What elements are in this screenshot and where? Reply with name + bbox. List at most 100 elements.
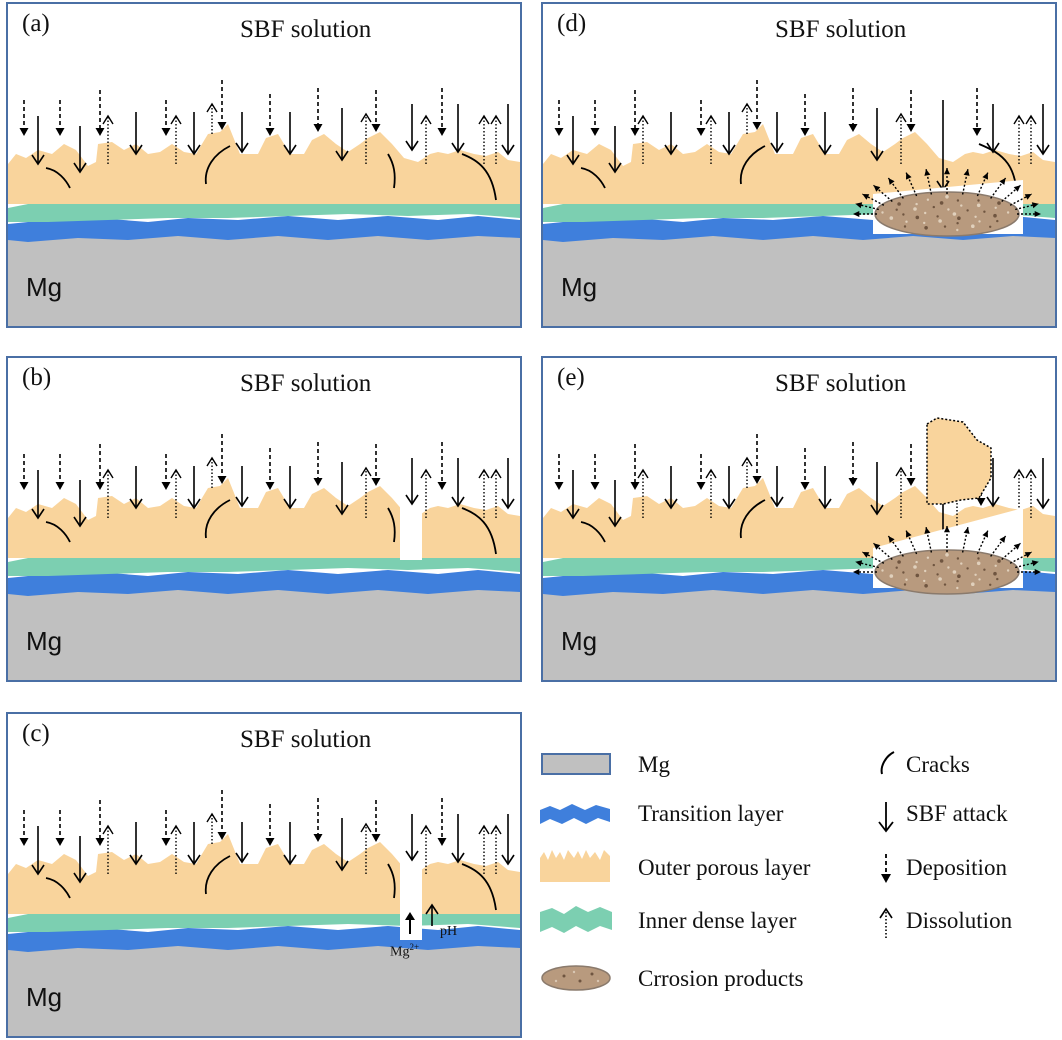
sbf-attack-arrow bbox=[451, 814, 465, 864]
corrosion-texture bbox=[881, 195, 1010, 232]
sbf-attack-arrow bbox=[73, 836, 87, 884]
mg-substrate bbox=[543, 234, 1055, 326]
panel-c: (c) SBF solution Mg Mg2+ pH bbox=[6, 712, 522, 1038]
panel-label: (d) bbox=[557, 10, 587, 37]
sbf-attack-arrow bbox=[187, 112, 201, 156]
sbf-attack-arrow bbox=[818, 112, 832, 156]
sbf-attack-arrow bbox=[818, 466, 832, 510]
deposition-arrow bbox=[265, 804, 275, 846]
legend-label-transition: Transition layer bbox=[638, 801, 784, 826]
deposition-arrow bbox=[696, 454, 706, 490]
crack bbox=[204, 145, 231, 185]
deposition-arrow bbox=[906, 444, 916, 486]
deposition-arrow bbox=[371, 90, 381, 132]
legend-label-inner: Inner dense layer bbox=[638, 908, 797, 933]
deposition-arrow bbox=[161, 100, 171, 136]
deposition-arrow bbox=[265, 448, 275, 490]
dissolution-arrow bbox=[478, 114, 490, 164]
deposition-arrow bbox=[55, 810, 65, 846]
coating-gap bbox=[400, 488, 422, 560]
crack bbox=[580, 521, 606, 543]
deposition-arrow bbox=[19, 454, 29, 490]
crack bbox=[461, 863, 497, 911]
sbf-attack-arrow bbox=[235, 466, 249, 508]
sbf-attack-arrow bbox=[283, 112, 297, 156]
crack bbox=[461, 153, 497, 201]
panel-label: (e) bbox=[557, 364, 585, 391]
legend-swatch-inner bbox=[540, 906, 612, 933]
sbf-attack-arrow bbox=[405, 104, 419, 152]
deposition-arrow bbox=[313, 798, 323, 842]
panel-e-diagram bbox=[543, 417, 1055, 680]
dissolution-arrow bbox=[170, 114, 182, 164]
dissolution-arrow bbox=[1025, 114, 1037, 164]
deposition-arrow bbox=[848, 88, 858, 132]
sbf-attack-arrow bbox=[608, 480, 622, 528]
deposition-arrow bbox=[590, 100, 600, 136]
deposition-arrow bbox=[95, 90, 105, 136]
dissolution-arrow bbox=[490, 468, 502, 518]
dissolution-arrow bbox=[206, 456, 218, 488]
panel-d-diagram bbox=[543, 80, 1055, 326]
solid-arrow-icon bbox=[878, 802, 894, 833]
sbf-attack-arrow bbox=[335, 462, 349, 516]
substrate-label: Mg bbox=[26, 626, 63, 656]
sbf-attack-arrow bbox=[566, 470, 580, 520]
crack bbox=[204, 499, 231, 539]
deposition-arrow bbox=[161, 810, 171, 846]
sbf-attack-arrow bbox=[73, 126, 87, 174]
crack bbox=[45, 167, 71, 189]
dissolution-arrow bbox=[170, 824, 182, 874]
substrate-label: Mg bbox=[561, 272, 598, 302]
panel-b-diagram bbox=[8, 434, 520, 680]
sbf-attack-arrow bbox=[235, 822, 249, 864]
deposition-arrow bbox=[906, 90, 916, 132]
transition-layer bbox=[8, 216, 520, 242]
panel-label: (a) bbox=[22, 10, 50, 37]
sbf-attack-arrow bbox=[1036, 104, 1050, 156]
dissolution-arrow bbox=[360, 822, 372, 874]
legend-swatch-transition bbox=[540, 804, 610, 824]
legend-label-outer: Outer porous layer bbox=[638, 855, 811, 880]
deposition-arrow bbox=[800, 94, 810, 136]
dissolution-arrow bbox=[478, 468, 490, 518]
deposition-arrow bbox=[437, 798, 447, 846]
legend-swatch-outer bbox=[540, 850, 610, 882]
dissolution-arrow bbox=[1013, 114, 1025, 164]
deposition-arrow bbox=[972, 88, 982, 136]
dissolution-arrow bbox=[741, 102, 753, 134]
sbf-attack-arrow bbox=[986, 104, 1000, 154]
crack bbox=[45, 877, 71, 899]
dissolution-arrow bbox=[420, 824, 432, 874]
legend bbox=[540, 751, 895, 991]
legend-swatch-mg bbox=[541, 753, 611, 775]
dissolution-arrow bbox=[895, 112, 907, 164]
sbf-attack-arrow bbox=[870, 108, 884, 162]
crack bbox=[580, 167, 606, 189]
dissolution-arrow bbox=[490, 824, 502, 874]
deposition-arrow bbox=[313, 442, 323, 486]
deposition-arrow bbox=[161, 454, 171, 490]
crack bbox=[387, 153, 396, 189]
sbf-attack-arrow bbox=[31, 470, 45, 520]
deposition-arrow bbox=[630, 90, 640, 136]
crack bbox=[739, 499, 766, 539]
deposition-arrow bbox=[19, 810, 29, 846]
sbf-attack-arrow bbox=[501, 458, 515, 510]
deposition-arrow bbox=[371, 444, 381, 486]
dissolution-arrow bbox=[420, 468, 432, 518]
sbf-attack-arrow bbox=[451, 458, 465, 508]
sbf-attack-arrow bbox=[566, 116, 580, 166]
deposition-arrow bbox=[95, 444, 105, 490]
sbf-attack-arrow bbox=[501, 104, 515, 156]
dissolution-arrow bbox=[170, 468, 182, 518]
corrosion-texture bbox=[881, 553, 1010, 590]
crack-icon bbox=[880, 751, 895, 775]
solution-title: SBF solution bbox=[775, 16, 907, 43]
crack bbox=[204, 855, 231, 895]
dissolution-arrow bbox=[102, 468, 114, 518]
sbf-attack-arrow bbox=[129, 466, 143, 510]
corrosion-fan-arrows bbox=[853, 526, 1041, 575]
crack bbox=[45, 521, 71, 543]
deposition-arrow bbox=[554, 454, 564, 490]
